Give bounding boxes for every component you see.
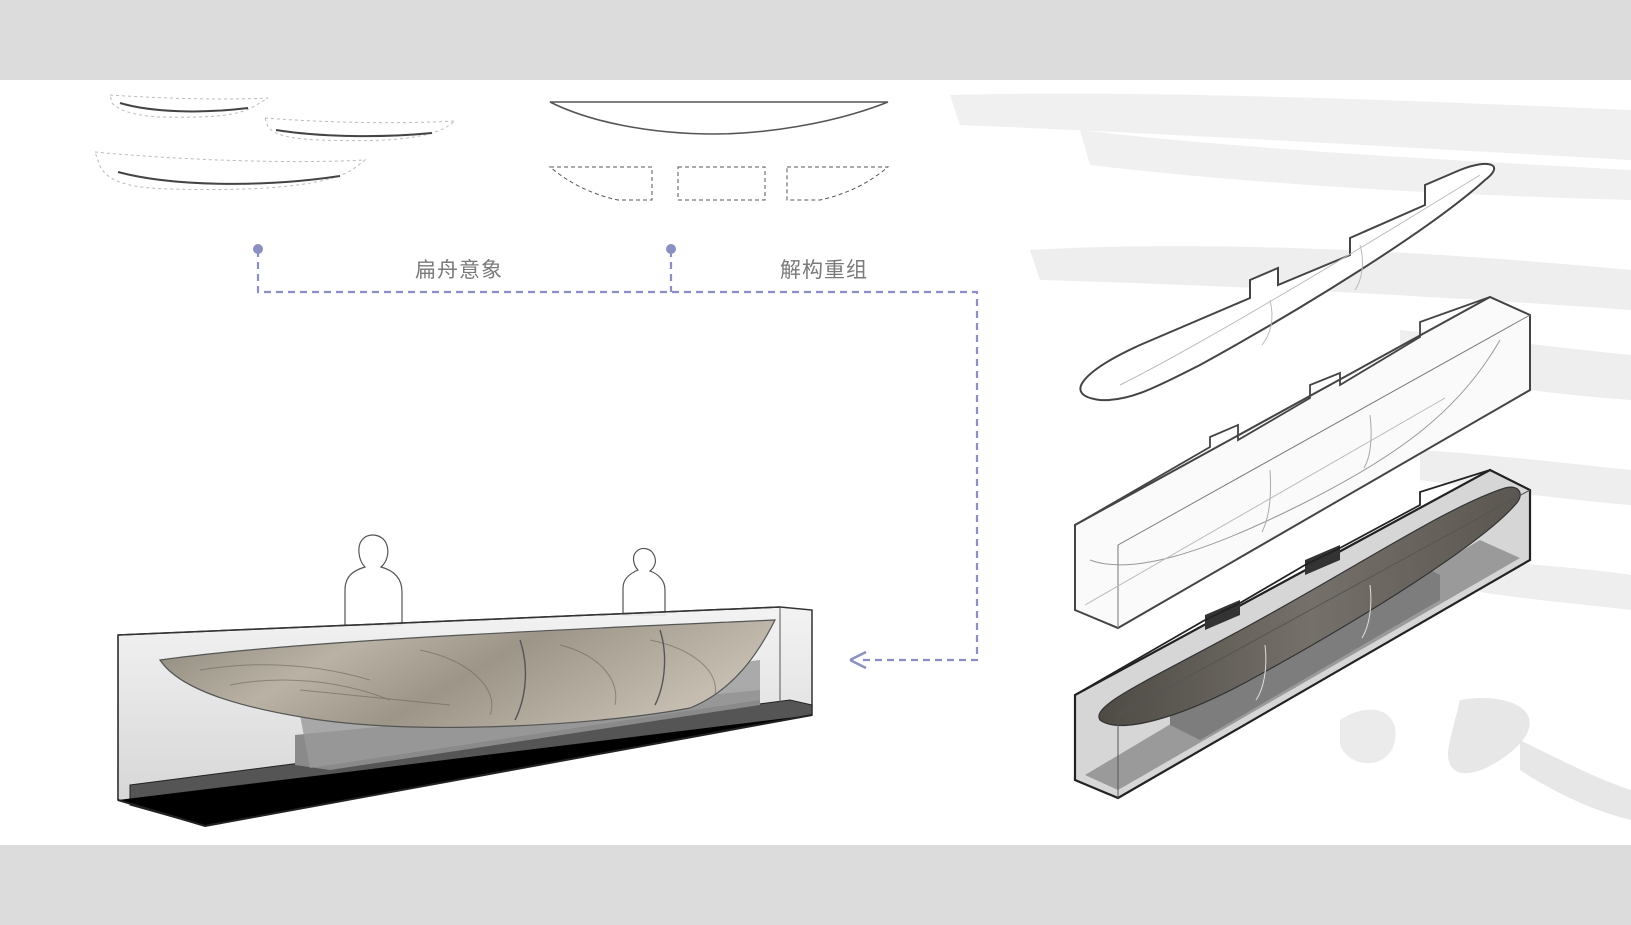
- glass-box-middle-layer: [1074, 295, 1531, 630]
- exploded-axonometric: [1073, 162, 1532, 800]
- deconstruct-sketch-group: [548, 101, 890, 201]
- reception-desk-rendering: [117, 534, 813, 828]
- arrowhead-icon: [849, 650, 867, 670]
- boat-sketch-group: [94, 94, 457, 191]
- connector-dot-left: [253, 244, 263, 254]
- person-silhouette-icon: [622, 547, 666, 616]
- connector-lines: [256, 250, 979, 662]
- connector-dot-middle: [666, 244, 676, 254]
- glass-box-bottom-layer: [1073, 468, 1532, 800]
- label-deconstruct-recombine: 解构重组: [780, 258, 868, 282]
- top-band: [0, 0, 1631, 80]
- label-boat-imagery: 扁舟意象: [415, 258, 503, 282]
- boat-top-layer: [1079, 162, 1496, 402]
- person-silhouette-icon: [344, 534, 403, 626]
- bottom-band: [0, 845, 1631, 925]
